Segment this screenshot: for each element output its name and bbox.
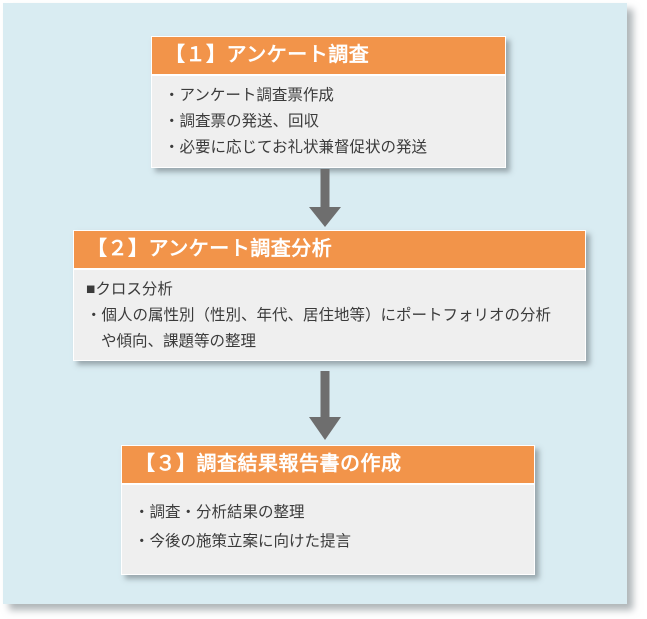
- step-2-item: ・個人の属性別（性別、年代、居住地等）にポートフォリオの分析: [86, 307, 552, 324]
- step-3-box: 【３】調査結果報告書の作成 ・調査・分析結果の整理 ・今後の施策立案に向けた提言: [121, 445, 535, 575]
- step-2-body: ■クロス分析 ・個人の属性別（性別、年代、居住地等）にポートフォリオの分析 や傾…: [74, 270, 585, 360]
- step-1-body: ・アンケート調査票作成 ・調査票の発送、回収 ・必要に応じてお礼状兼督促状の発送: [152, 76, 505, 167]
- step-3-header: 【３】調査結果報告書の作成: [122, 446, 534, 485]
- step-3-item: ・調査・分析結果の整理: [134, 504, 305, 521]
- arrow-down-icon: [309, 169, 341, 227]
- step-3-body: ・調査・分析結果の整理 ・今後の施策立案に向けた提言: [122, 485, 534, 574]
- arrow-shaft: [320, 169, 330, 208]
- arrow-head: [309, 207, 341, 227]
- arrow-down-icon: [309, 371, 341, 440]
- flowchart-panel: 【１】アンケート調査 ・アンケート調査票作成 ・調査票の発送、回収 ・必要に応じ…: [3, 3, 627, 604]
- arrow-shaft: [320, 371, 330, 418]
- step-1-item: ・必要に応じてお礼状兼督促状の発送: [164, 139, 428, 156]
- step-1-header: 【１】アンケート調査: [152, 37, 505, 76]
- step-2-item: ■クロス分析: [86, 281, 173, 298]
- step-1-item: ・アンケート調査票作成: [164, 87, 334, 104]
- step-1-item: ・調査票の発送、回収: [164, 113, 320, 130]
- step-3-item: ・今後の施策立案に向けた提言: [134, 533, 352, 550]
- step-2-box: 【２】アンケート調査分析 ■クロス分析 ・個人の属性別（性別、年代、居住地等）に…: [73, 230, 586, 361]
- step-1-box: 【１】アンケート調査 ・アンケート調査票作成 ・調査票の発送、回収 ・必要に応じ…: [151, 36, 506, 168]
- arrow-head: [309, 417, 341, 440]
- step-2-item: や傾向、課題等の整理: [101, 333, 257, 350]
- step-2-header: 【２】アンケート調査分析: [74, 231, 585, 270]
